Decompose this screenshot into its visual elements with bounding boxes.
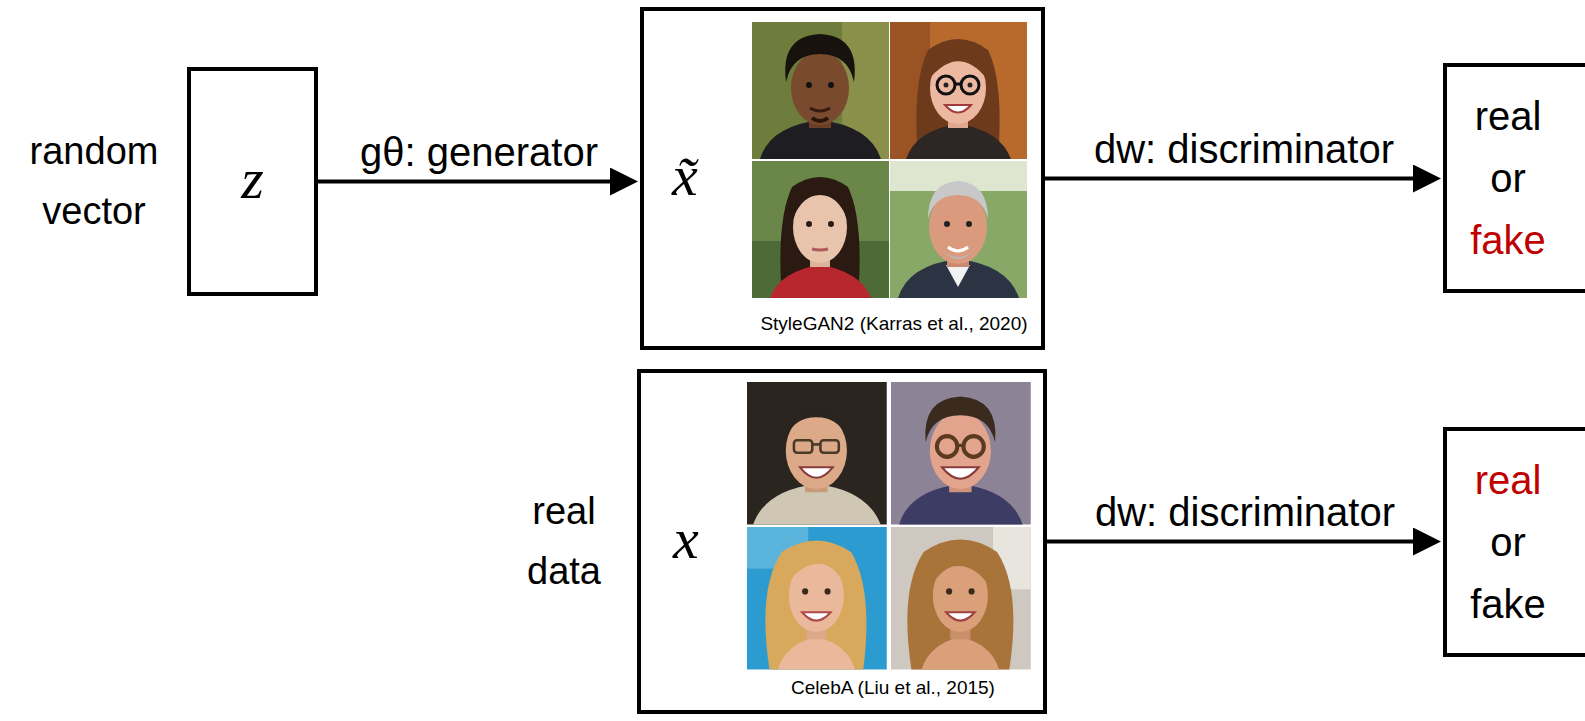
face-photo <box>891 382 1031 524</box>
symbol-label: z <box>241 150 264 208</box>
edge-label: gθ: generator <box>358 130 600 174</box>
output-option: real <box>1475 85 1542 147</box>
illustration-part <box>820 440 838 452</box>
illustration-part <box>937 76 955 94</box>
generated-images-box: x̃StyleGAN2 (Karras et al., 2020) <box>640 7 1045 350</box>
illustration-part <box>752 241 889 298</box>
illustration-part <box>810 108 830 111</box>
illustration-part <box>966 221 972 227</box>
illustration-part <box>812 118 828 121</box>
illustration-part <box>802 588 808 594</box>
illustration-part <box>828 82 834 88</box>
illustration-part <box>907 539 1013 669</box>
illustration-part <box>906 124 1011 159</box>
real-images-box: real dataxCelebA (Liu et al., 2015) <box>637 369 1047 714</box>
output-option: or <box>1490 511 1526 573</box>
image-caption: StyleGAN2 (Karras et al., 2020) <box>739 313 1049 336</box>
symbol-label: x̃ <box>672 147 698 205</box>
illustration-part <box>765 541 866 670</box>
illustration-part <box>770 265 871 298</box>
illustration-part <box>955 83 961 86</box>
illustration-part <box>946 588 952 594</box>
arrow-connector <box>1047 540 1413 544</box>
illustration-part <box>930 412 991 489</box>
illustration-part <box>925 397 995 443</box>
illustration-part <box>957 444 963 447</box>
illustration-part <box>778 637 856 669</box>
illustration-part <box>793 183 847 219</box>
illustration-part <box>968 83 973 88</box>
illustration-part <box>891 527 1031 669</box>
illustration-part <box>785 34 855 82</box>
face-photo <box>891 527 1031 669</box>
output-box: realorfake <box>1443 427 1585 657</box>
illustration-part <box>963 436 983 457</box>
illustration-part <box>944 83 949 88</box>
output-option: real <box>1475 449 1542 511</box>
illustration-part <box>891 382 1031 524</box>
illustration-part <box>812 443 820 446</box>
edge-label: dw: discriminator <box>1092 127 1396 171</box>
illustration-part <box>890 22 1027 159</box>
arrow-connector <box>1045 177 1413 181</box>
illustration-part <box>786 403 847 438</box>
illustration-part <box>828 221 834 227</box>
illustration-part <box>938 245 978 259</box>
output-option: or <box>1490 147 1526 209</box>
illustration-part <box>946 265 970 287</box>
output-option: fake <box>1470 209 1546 271</box>
illustration-part <box>890 161 1027 298</box>
node-heading: real data <box>504 481 624 603</box>
face-photo <box>752 22 889 159</box>
output-box: realorfake <box>1443 63 1585 293</box>
illustration-part <box>937 436 957 457</box>
node-heading: random vector <box>9 121 179 243</box>
face-photo <box>890 161 1027 298</box>
illustration-part <box>945 105 971 113</box>
edge-label: dw: discriminator <box>1093 490 1397 534</box>
latent-box: random vectorz <box>187 67 318 296</box>
illustration-part <box>928 181 988 219</box>
output-option: fake <box>1470 573 1546 635</box>
illustration-part <box>922 637 1000 669</box>
face-photo <box>747 382 887 524</box>
symbol-label: x <box>673 510 699 568</box>
illustration-part <box>944 221 950 227</box>
illustration-part <box>747 382 887 524</box>
illustration-part <box>794 440 812 452</box>
illustration-part <box>812 249 828 250</box>
illustration-part <box>806 82 812 88</box>
illustration-part <box>946 612 975 620</box>
face-photo <box>890 22 1027 159</box>
illustration-part <box>961 76 979 94</box>
illustration-part <box>791 51 849 125</box>
illustration-part <box>747 527 887 669</box>
illustration-part <box>942 467 979 478</box>
illustration-part <box>825 588 831 594</box>
illustration-part <box>752 161 889 298</box>
face-photo <box>747 527 887 669</box>
face-photo <box>752 161 889 298</box>
image-caption: CelebA (Liu et al., 2015) <box>743 677 1043 700</box>
illustration-part <box>932 548 989 585</box>
illustration-part <box>969 588 975 594</box>
illustration-part <box>930 46 986 78</box>
arrow-connector <box>318 180 610 184</box>
illustration-part <box>800 467 833 477</box>
illustration-part <box>806 221 812 227</box>
illustration-part <box>752 22 889 159</box>
illustration-part <box>788 548 845 585</box>
illustration-part <box>948 247 968 251</box>
illustration-part <box>802 612 831 620</box>
